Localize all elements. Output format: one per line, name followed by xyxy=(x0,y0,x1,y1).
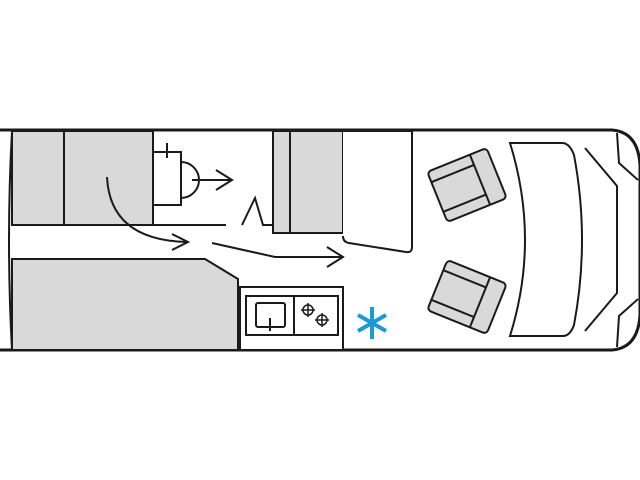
rear-bed-upper xyxy=(11,130,154,226)
kitchen-unit xyxy=(239,286,344,351)
rear-wall xyxy=(8,130,13,351)
bed-access-arrow-icon xyxy=(106,176,191,251)
dashboard xyxy=(508,142,583,337)
passenger-seat xyxy=(427,260,507,334)
washroom xyxy=(152,143,226,226)
sink-icon xyxy=(255,302,286,331)
entry-door-swing-icon xyxy=(241,195,273,226)
air-conditioning-icon xyxy=(357,307,387,339)
front-hood-lower xyxy=(616,298,639,348)
stove-burners-icon xyxy=(301,303,329,327)
rear-bed-lower xyxy=(11,258,239,351)
front-hood-upper xyxy=(616,132,639,181)
dining-table xyxy=(342,130,413,254)
windshield xyxy=(584,147,618,332)
driver-seat xyxy=(427,148,507,222)
dinette-bench xyxy=(272,130,344,234)
washroom-door-arrow-icon xyxy=(192,169,234,191)
aisle-arrow-icon xyxy=(211,242,345,268)
